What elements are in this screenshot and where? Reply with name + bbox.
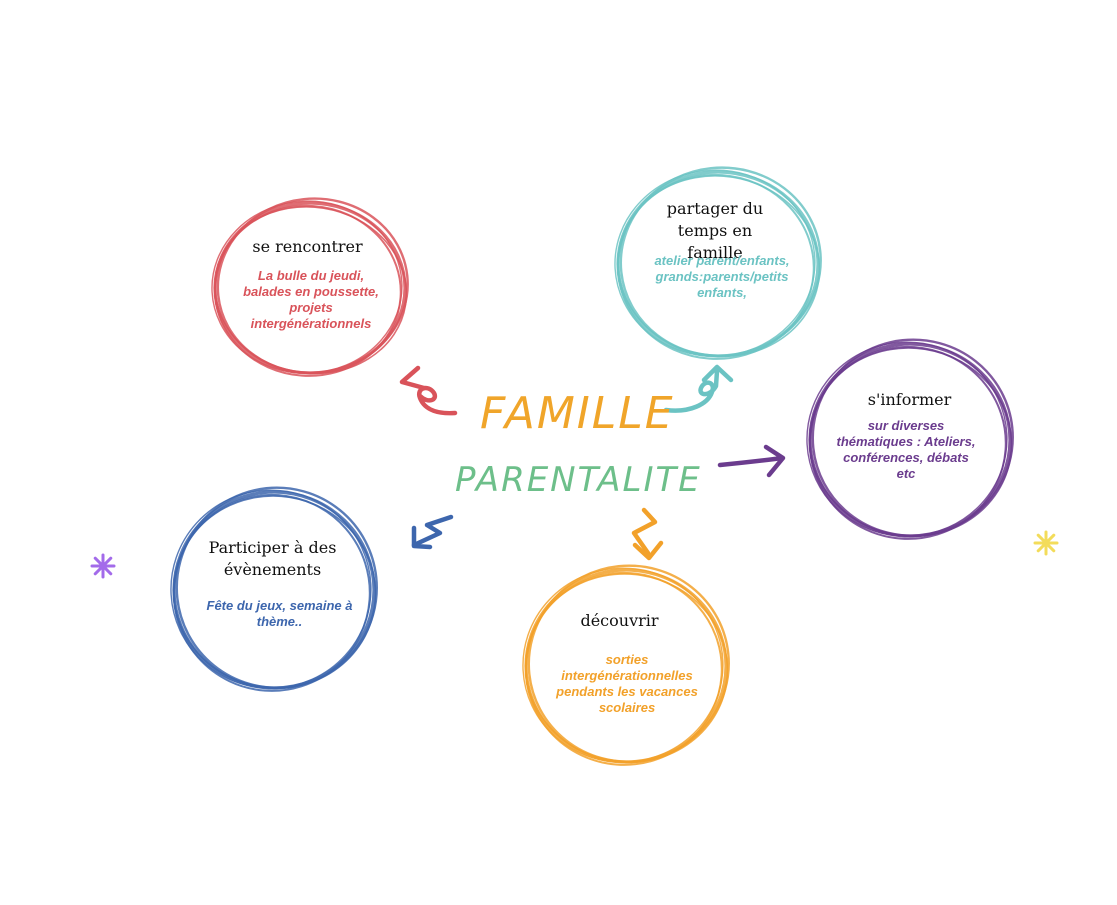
bubble-circle-decouvrir	[522, 564, 730, 766]
sparkle-right-icon	[1033, 530, 1059, 556]
bubble-circle-se-rencontrer	[211, 197, 409, 377]
bubble-circle-s-informer	[806, 338, 1014, 540]
bubble-circle-partager	[614, 166, 822, 360]
bubble-circle-participer	[170, 486, 378, 692]
bubble-body-s-informer: sur diverses thématiques : Ateliers, con…	[836, 418, 976, 481]
bubble-title-decouvrir: découvrir	[580, 611, 659, 630]
arrow-to-se-rencontrer	[399, 365, 458, 416]
circle-layer	[170, 166, 1014, 766]
bubble-body-decouvrir: sorties intergénérationnelles pendants l…	[556, 652, 698, 715]
bubble-title-participer: Participer à des évènements	[208, 538, 337, 579]
sub-title: PARENTALITE	[455, 460, 702, 500]
arrow-to-participer	[411, 514, 454, 550]
main-title: FAMILLE	[480, 388, 675, 439]
arrow-to-decouvrir	[631, 507, 664, 561]
sparkle-layer	[90, 530, 1059, 579]
arrow-to-partager	[663, 364, 734, 413]
bubble-title-partager: partager du temps en famille	[666, 199, 764, 262]
bubble-title-se-rencontrer: se rencontrer	[252, 237, 363, 256]
bubble-body-partager: atelier parent/enfants, grands:parents/p…	[654, 253, 790, 300]
arrow-to-s-informer	[717, 444, 786, 478]
bubble-title-s-informer: s'informer	[867, 390, 952, 409]
bubble-body-se-rencontrer: La bulle du jeudi, balades en poussette,…	[243, 268, 379, 331]
sparkle-left-icon	[90, 553, 116, 579]
arrow-layer	[399, 364, 786, 561]
bubble-body-participer: Fête du jeux, semaine à thème..	[206, 598, 353, 629]
